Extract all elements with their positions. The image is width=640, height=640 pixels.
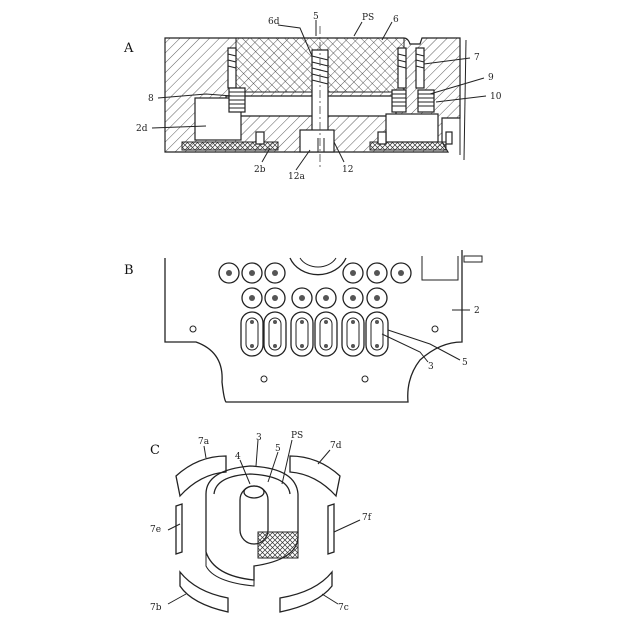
label-2: 2 [474,306,480,316]
right-spring-a [392,90,406,112]
mount-hole [432,326,438,332]
hatched-insert [258,532,298,558]
leader-ps [354,22,362,36]
ring-segment-7a [176,456,226,496]
label-12a: 12a [288,172,305,182]
screw-head-recess [300,130,334,152]
leader-4 [240,460,250,484]
label-7: 7 [474,53,480,63]
ring-segment-7c [280,572,332,612]
label-8: 8 [148,94,154,104]
bore-top [244,486,264,498]
figure-c: C 7a 3 PS 4 5 7d 7e 7f 7 [150,431,372,613]
ring-segment-7f [328,504,334,554]
label-7c: 7c [338,603,349,613]
left-lower-bolt [256,132,264,144]
label-3: 3 [428,362,434,372]
corner-clip [464,256,482,262]
break-line [464,40,466,160]
label-5: 5 [313,12,319,22]
leader-5 [388,330,460,360]
leader-6 [382,22,392,40]
figure-b-letter: B [124,263,134,278]
right-edge-bolt [446,132,452,144]
figure-c-letter: C [150,443,160,458]
cavity-row-1 [219,263,411,283]
mount-hole [261,376,267,382]
mount-hole [362,376,368,382]
right-pocket [386,114,438,142]
label-2d: 2d [136,124,148,134]
leader-7e [168,524,180,530]
label-7e: 7e [150,525,161,535]
figure-b: B [124,250,482,402]
label-10: 10 [490,92,502,102]
label-7b: 7b [150,603,162,613]
inner-rim [214,474,290,494]
insert-plate [226,96,396,116]
mount-hole [190,326,196,332]
label-9: 9 [488,73,494,83]
label-ps: PS [291,431,303,441]
top-arch [290,258,346,275]
inner-base [206,552,254,586]
label-4: 4 [235,452,241,462]
label-7f: 7f [362,513,372,523]
ring-segment-7e [176,504,182,554]
label-7a: 7a [198,437,210,447]
figure-a-letter: A [123,41,134,56]
label-2b: 2b [254,165,266,175]
label-5: 5 [275,444,281,454]
leader-7a [204,446,206,458]
label-5: 5 [462,358,468,368]
leader-7b [168,594,186,604]
cavity-row-2 [242,288,387,308]
top-arch-inner [300,258,336,267]
right-tab [422,256,458,280]
leader-7f [334,520,360,532]
leader-3 [256,440,258,466]
label-7d: 7d [330,441,342,451]
leader-12a [296,150,310,170]
leader-7c [322,594,338,604]
leader-3 [382,334,428,362]
label-3: 3 [256,433,262,443]
label-ps: PS [362,13,374,23]
figure-a: A [123,12,502,182]
cavity-row-3 [241,312,388,356]
right-lower-bolt [378,132,386,144]
label-6d: 6d [268,17,280,27]
leader-7d [318,450,330,464]
label-6: 6 [393,15,399,25]
label-12: 12 [342,165,353,175]
